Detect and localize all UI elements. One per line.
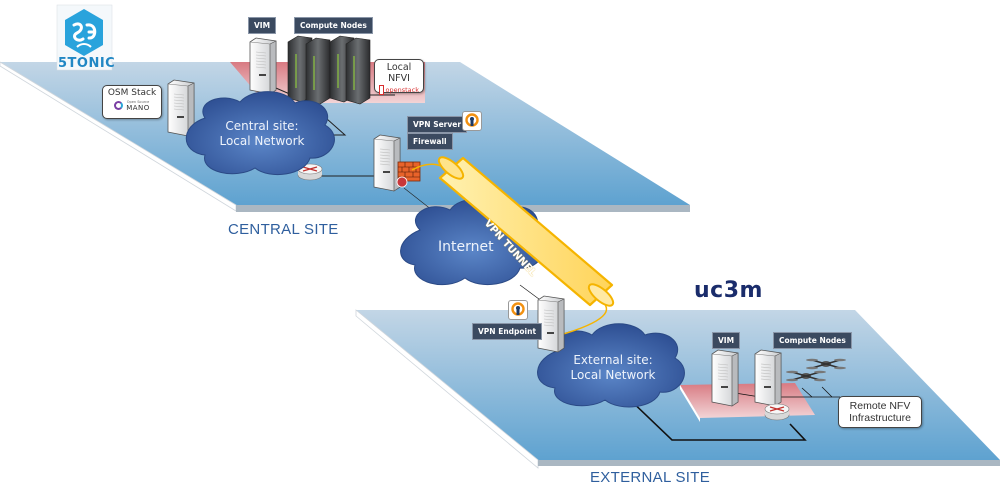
local-nfvi-label: Local NFVI (386, 62, 412, 84)
osm-stack-label: OSM Stack (107, 88, 157, 98)
external-cloud-label: External site: Local Network (563, 353, 663, 383)
external-compute-server-icon (754, 349, 782, 407)
local-nfvi-callout: Local NFVI openstack (374, 59, 424, 95)
vpn-tunnel (411, 156, 615, 336)
external-router-icon (764, 403, 790, 421)
compute-rack-icon (305, 37, 331, 105)
osm-mano-logo: Open Source MANO (107, 99, 157, 112)
firewall-label: Firewall (407, 133, 453, 150)
external-vim-server-icon (711, 349, 739, 407)
external-cloud-line2: Local Network (570, 368, 656, 382)
central-compute-label: Compute Nodes (294, 17, 373, 34)
vpn-server-label: VPN Server (407, 116, 468, 133)
5tonic-logo-text: 5TONIC (58, 56, 116, 71)
central-cloud-label: Central site: Local Network (212, 119, 312, 149)
central-vim-server-icon (249, 37, 277, 95)
openstack-logo: openstack (379, 85, 419, 95)
external-site-plane (355, 309, 1000, 469)
internet-label: Internet (438, 239, 494, 255)
openvpn-endpoint-icon (508, 300, 528, 320)
uc3m-logo: uc3m (694, 278, 763, 303)
openvpn-symbol-icon (511, 302, 525, 316)
compute-rack-icon (345, 37, 371, 105)
osm-stack-callout: OSM Stack Open Source MANO (102, 85, 162, 119)
remote-nfv-callout: Remote NFV Infrastructure (838, 396, 922, 428)
remote-nfv-line1: Remote NFV (849, 400, 911, 412)
external-compute-label: Compute Nodes (773, 332, 852, 349)
external-site-title: EXTERNAL SITE (590, 469, 711, 486)
5tonic-logo (56, 4, 113, 71)
osm-open-source-text: Open Source (126, 100, 150, 104)
external-cloud-line1: External site: (573, 353, 653, 367)
central-cloud-line1: Central site: (225, 119, 299, 133)
vpn-endpoint-label: VPN Endpoint (472, 323, 543, 340)
central-cloud-line2: Local Network (219, 134, 305, 148)
remote-nfv-line2: Infrastructure (849, 412, 911, 424)
openvpn-server-icon (462, 111, 482, 131)
openstack-icon (379, 85, 384, 95)
openstack-text: openstack (385, 86, 419, 94)
central-site-title: CENTRAL SITE (228, 221, 339, 238)
central-cloud-icon (185, 91, 335, 176)
external-cloud-icon (537, 323, 685, 408)
firewall-icon (396, 161, 421, 188)
vpn-server-icon (373, 134, 401, 192)
openvpn-symbol-icon (465, 113, 479, 127)
external-vim-label: VIM (712, 332, 741, 349)
central-vim-label: VIM (248, 17, 277, 34)
osm-mano-icon (114, 100, 124, 110)
osm-mano-text: MANO (126, 104, 150, 112)
